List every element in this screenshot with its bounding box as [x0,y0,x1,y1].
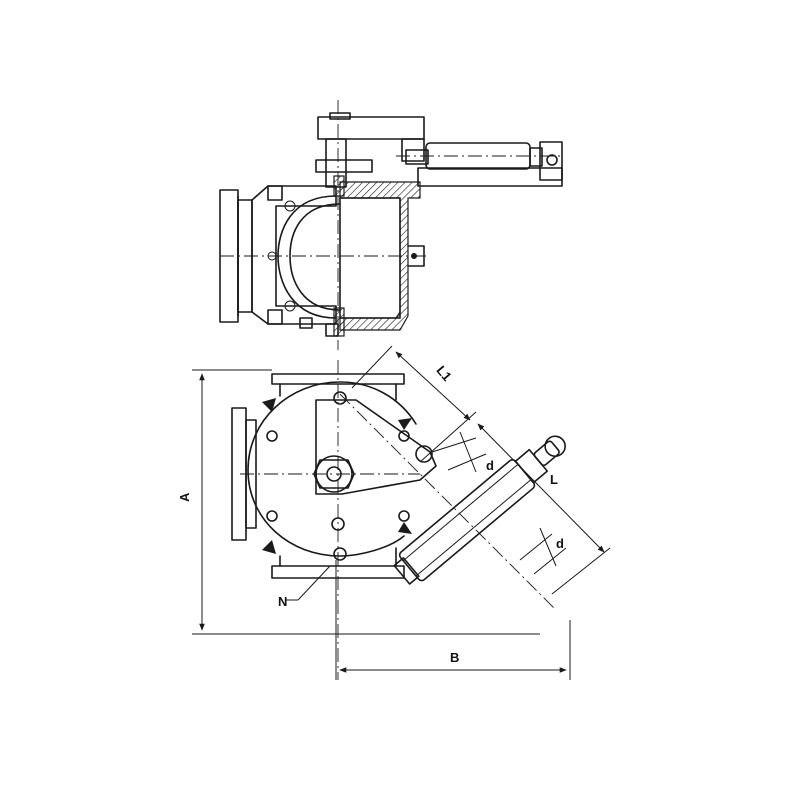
label-d-lower: d [556,536,564,551]
label-N: N [278,594,287,609]
bolt-holes [262,391,412,561]
valve-chamber [231,373,417,579]
top-view [219,100,563,350]
bottom-view [231,360,566,680]
dimension-labels: A B L1 L d d N [177,363,564,665]
dimensions [192,345,611,680]
label-L1: L1 [433,363,454,384]
valve-body-top [251,175,425,337]
label-L: L [550,472,558,487]
pivot-lever [313,399,437,495]
label-A: A [177,492,192,502]
label-B: B [450,650,459,665]
label-d-upper: d [486,458,494,473]
cylinder-top [405,141,563,187]
